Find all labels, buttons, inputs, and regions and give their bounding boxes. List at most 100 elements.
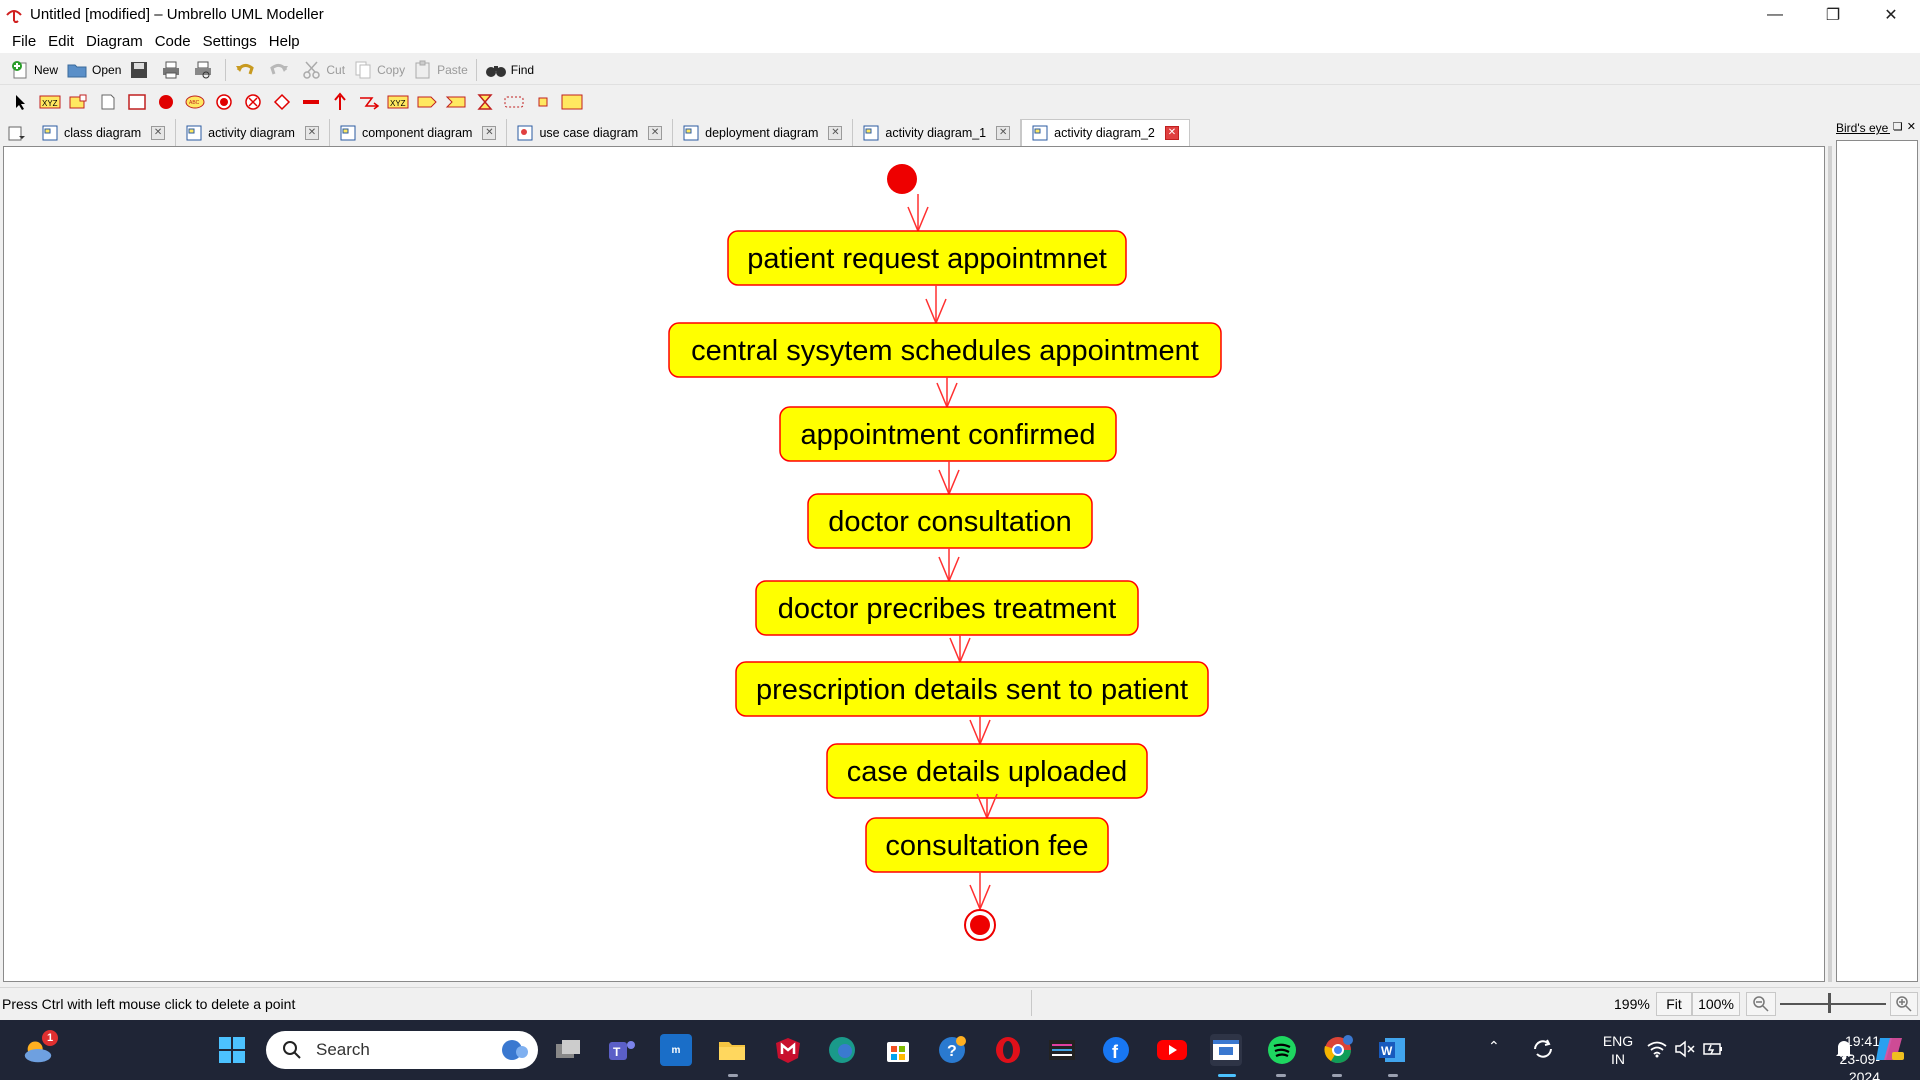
tab-deployment-diagram[interactable]: deployment diagram ✕: [673, 119, 854, 146]
activity-label[interactable]: doctor precribes treatment: [778, 593, 1116, 625]
final-activity-tool[interactable]: [209, 89, 238, 115]
activity-node[interactable]: [735, 661, 1209, 717]
minimize-button[interactable]: —: [1767, 5, 1783, 23]
new-button[interactable]: New: [6, 57, 62, 83]
object-node-tool[interactable]: XYZ: [35, 89, 64, 115]
fork-tool[interactable]: [296, 89, 325, 115]
undo-button[interactable]: [230, 57, 264, 83]
close-tab-icon[interactable]: ✕: [304, 125, 319, 140]
tab-use-case-diagram[interactable]: use case diagram ✕: [507, 119, 674, 146]
zoom-slider[interactable]: [1780, 1003, 1886, 1005]
region-tool[interactable]: [499, 89, 528, 115]
initial-activity-tool[interactable]: [151, 89, 180, 115]
partition-tool[interactable]: [557, 89, 586, 115]
close-tab-icon[interactable]: ✕: [482, 125, 497, 140]
open-button[interactable]: Open: [62, 57, 125, 83]
weather-widget[interactable]: 1: [22, 1030, 58, 1066]
menu-help[interactable]: Help: [268, 32, 300, 50]
pin-tool[interactable]: [64, 89, 93, 115]
activity-tool[interactable]: ABC: [180, 89, 209, 115]
note-tool[interactable]: [93, 89, 122, 115]
canvas-splitter[interactable]: [1828, 146, 1832, 982]
close-tab-icon[interactable]: ✕: [996, 125, 1011, 140]
tab-component-diagram[interactable]: component diagram ✕: [329, 119, 508, 146]
close-tab-icon[interactable]: ✕: [648, 125, 663, 140]
sync-icon[interactable]: [1530, 1036, 1556, 1067]
activity-node[interactable]: [865, 817, 1109, 873]
send-signal-tool[interactable]: [412, 89, 441, 115]
activity-label[interactable]: central sysytem schedules appointment: [691, 335, 1199, 367]
control-flow-tool[interactable]: [325, 89, 354, 115]
notification-bell-icon[interactable]: [1834, 1038, 1854, 1065]
tab-activity-diagram[interactable]: activity diagram ✕: [176, 119, 330, 146]
tab-activity-diagram-1[interactable]: activity diagram_1 ✕: [853, 119, 1022, 146]
close-tab-icon[interactable]: ✕: [1164, 126, 1179, 140]
copy-button[interactable]: Copy: [349, 57, 409, 83]
mcafee-app[interactable]: [772, 1034, 804, 1066]
youtube-app[interactable]: [1156, 1034, 1188, 1066]
new-tab-button[interactable]: [0, 120, 32, 146]
select-tool[interactable]: [6, 89, 35, 115]
start-button[interactable]: [216, 1034, 248, 1066]
edge-app[interactable]: [826, 1034, 858, 1066]
activity-node[interactable]: [727, 230, 1127, 286]
flow-final-tool[interactable]: [238, 89, 267, 115]
activity-node[interactable]: [668, 322, 1222, 378]
chevron-up-icon[interactable]: ⌃: [1488, 1038, 1500, 1054]
object-flow-tool[interactable]: XYZ: [383, 89, 412, 115]
datastudio-app[interactable]: [1046, 1034, 1078, 1066]
menu-edit[interactable]: Edit: [48, 32, 75, 50]
menu-code[interactable]: Code: [154, 32, 191, 50]
word-app[interactable]: W: [1376, 1034, 1408, 1066]
activity-label[interactable]: doctor consultation: [828, 506, 1071, 538]
chrome-app[interactable]: [1322, 1034, 1354, 1066]
activity-label[interactable]: patient request appointmnet: [747, 243, 1107, 275]
tab-class-diagram[interactable]: class diagram ✕: [32, 119, 177, 146]
diagram-canvas[interactable]: patient request appointmnet central sysyt…: [3, 146, 1825, 982]
spotify-app[interactable]: [1266, 1034, 1298, 1066]
myhp-app[interactable]: m: [660, 1034, 692, 1066]
zoom-slider-handle[interactable]: [1828, 993, 1831, 1013]
copilot-icon[interactable]: [1874, 1034, 1906, 1069]
menu-settings[interactable]: Settings: [202, 32, 257, 50]
microsoft-store-app[interactable]: [882, 1034, 914, 1066]
menu-diagram[interactable]: Diagram: [86, 32, 143, 50]
float-panel-icon[interactable]: ❏: [1892, 121, 1903, 133]
save-button[interactable]: [125, 57, 157, 83]
opera-app[interactable]: [992, 1034, 1024, 1066]
zoom-out-button[interactable]: [1746, 992, 1776, 1016]
help-app[interactable]: ?: [936, 1034, 968, 1066]
paste-button[interactable]: Paste: [409, 57, 472, 83]
umbrello-taskbar-app[interactable]: [1210, 1034, 1242, 1066]
birds-eye-view[interactable]: [1836, 140, 1918, 982]
language-indicator[interactable]: ENG IN: [1598, 1032, 1638, 1068]
cut-button[interactable]: Cut: [298, 57, 349, 83]
branch-tool[interactable]: [267, 89, 296, 115]
activity-node[interactable]: [779, 406, 1117, 462]
zoom-in-button[interactable]: [1890, 992, 1918, 1016]
pin-small-tool[interactable]: [528, 89, 557, 115]
activity-node[interactable]: [807, 493, 1093, 549]
activity-label[interactable]: case details uploaded: [847, 756, 1128, 788]
close-tab-icon[interactable]: ✕: [151, 125, 166, 140]
activity-label[interactable]: consultation fee: [885, 830, 1088, 862]
activity-label[interactable]: appointment confirmed: [801, 419, 1096, 451]
zoom-100-button[interactable]: 100%: [1692, 992, 1740, 1016]
print-preview-button[interactable]: [189, 57, 221, 83]
find-button[interactable]: Find: [481, 57, 538, 83]
initial-node[interactable]: [887, 164, 917, 194]
time-event-tool[interactable]: [470, 89, 499, 115]
print-button[interactable]: [157, 57, 189, 83]
wifi-icon[interactable]: [1646, 1040, 1668, 1063]
close-button[interactable]: ✕: [1884, 6, 1898, 24]
volume-muted-icon[interactable]: [1674, 1040, 1696, 1063]
activity-label[interactable]: prescription details sent to patient: [756, 674, 1188, 706]
close-tab-icon[interactable]: ✕: [828, 125, 843, 140]
exception-tool[interactable]: [354, 89, 383, 115]
teams-app[interactable]: T: [606, 1034, 638, 1066]
menu-file[interactable]: File: [12, 32, 37, 50]
fit-button[interactable]: Fit: [1656, 992, 1692, 1016]
restore-button[interactable]: ❐: [1825, 6, 1841, 24]
box-tool[interactable]: [122, 89, 151, 115]
facebook-app[interactable]: f: [1100, 1034, 1132, 1066]
